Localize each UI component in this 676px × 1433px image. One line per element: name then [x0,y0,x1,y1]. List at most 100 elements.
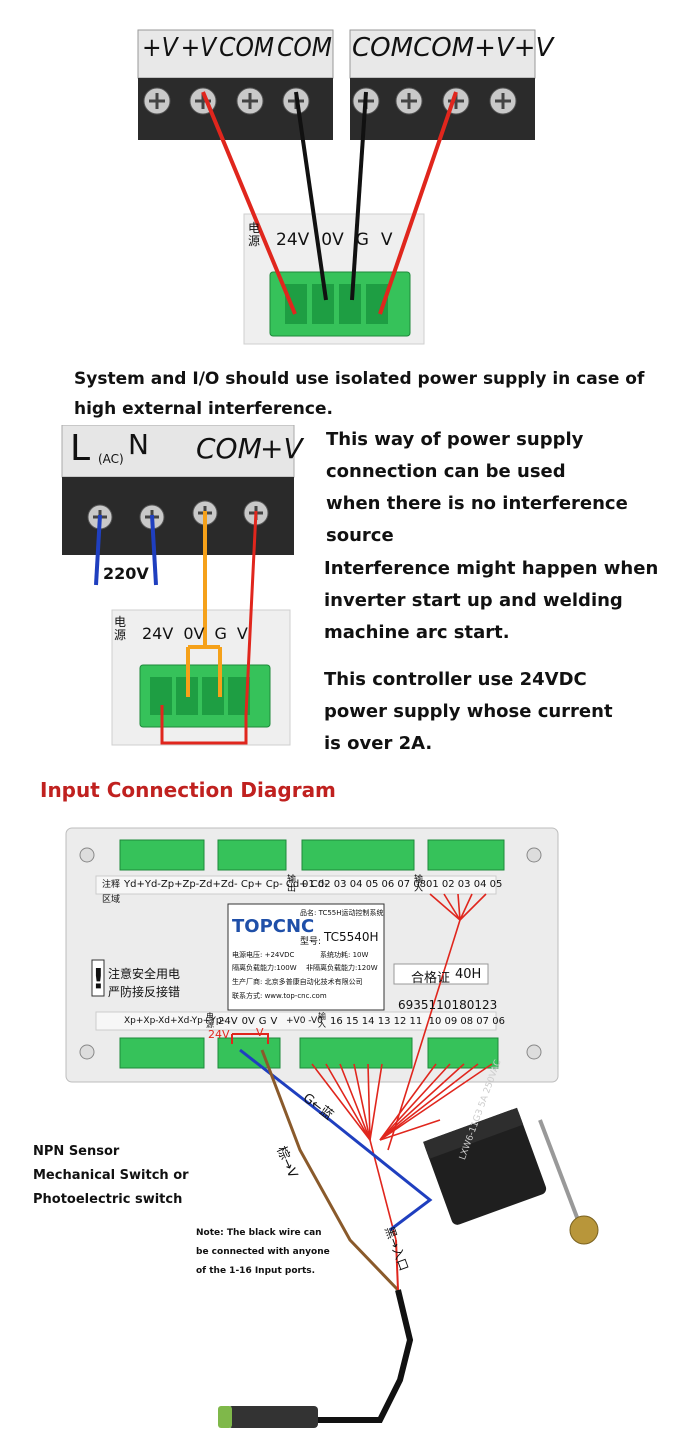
red-wire-right [378,91,458,315]
red-wire-left [201,91,297,315]
brown-wire-input [260,1049,400,1292]
sensor-note-line1: NPN Sensor [33,1144,120,1159]
load2: 非隔离负载能力:120W [306,964,378,972]
psu-right-labels: COM COM +V +V [352,33,553,63]
bottom-v: V [270,1016,278,1027]
bottom-input-nums: 16 15 14 13 12 11 10 09 08 07 06 [330,1016,505,1027]
bottom-0v: 0V [241,1016,255,1027]
mid-note-3: This controller use 24VDC power supply w… [324,664,613,760]
psu-left-label-2: +V [180,33,217,63]
sensor-note: NPN Sensor Mechanical Switch or Photoele… [33,1140,189,1212]
top-ctrl-g: G [355,230,369,250]
psu-left-label-strip [137,29,334,79]
mid-note-1-line2: connection can be used [326,461,566,482]
blue-wire-l [94,514,102,586]
black-wire-note-line2: be connected with anyone [196,1247,330,1257]
brand-logo: TOPCNC [232,916,315,937]
qc-sticker [393,963,489,985]
mid-note-2: Interference might happen when inverter … [324,553,658,649]
maker: 生产厂商: 北京多普康自动化技术有限公司 [232,978,363,986]
bottom-power-pins: 24V 0V G V [218,1016,277,1027]
orange-wire [186,511,222,697]
ac-220v-label: 220V [103,564,149,583]
model-label: 型号: [300,937,322,947]
bottom-mid: +V0 -V0 [286,1016,323,1026]
mid-note-3-line1: This controller use 24VDC [324,669,587,690]
isolation-note-line2: high external interference. [74,399,333,419]
top-ctrl-v: V [380,230,393,250]
mid-psu-n: N [128,428,149,461]
load1: 隔离负载能力:100W [232,964,297,972]
input-diagram-svg [65,827,599,1428]
warning-line2: 严防接反接错 [108,985,181,999]
mid-note-2-line3: machine arc start. [324,622,510,643]
mid-note-3-line2: power supply whose current [324,701,613,722]
mechanical-switch [423,1107,547,1225]
mid-psu-ac: (AC) [98,452,124,466]
psu-right-label-strip [349,29,536,79]
top-row-side: 注释 区域 [102,880,121,905]
red-wire-mid [160,510,258,745]
mid-note-1-line1: This way of power supply [326,429,584,450]
top-ctrl-0v: 0V [321,230,344,250]
blue-wire-input [239,1048,433,1232]
top-controller-labels: 24V 0V G V [276,230,393,250]
top-controller-cn-label: 电 源 [248,221,261,248]
output-nums: 01 02 03 04 05 06 07 08 [302,879,427,890]
mid-controller-cn-label: 电 源 [114,615,127,642]
npn-sensor [228,1406,318,1428]
psu-right-label-3: +V [474,33,514,63]
product-label [227,903,385,1011]
mid-ctrl-0v: 0V [183,624,205,643]
qc-code: 40H [455,967,482,982]
barcode-num: 6935110180123 [398,998,498,1012]
qc-label: 合格证 [411,971,451,986]
mid-psu-v: +V [260,432,303,465]
black-wire-left [294,91,328,301]
mid-note-2-line2: inverter start up and welding [324,590,623,611]
sensor-note-line2: Mechanical Switch or [33,1168,189,1183]
bottom-row-label: Xp+Xp-Xd+Xd-Yp+Yp- [124,1016,225,1026]
psu-left-label-4: COM [277,33,332,63]
voltage: 电源电压: +24VDC [232,951,295,959]
model-value: TC5540H [324,930,379,944]
mid-psu-l: L [70,428,91,469]
red-24v-label: 24V [208,1028,230,1041]
warning-icon: ! [92,962,105,995]
isolation-note: System and I/O should use isolated power… [74,366,644,422]
mid-ctrl-g: G [214,624,227,643]
output-label: 输出 [287,875,297,894]
mid-note-3-line3: is over 2A. [324,733,433,754]
isolation-note-line1: System and I/O should use isolated power… [74,369,645,389]
psu-left-label-3: COM [219,33,275,63]
warning-line1: 注意安全用电 [108,967,181,981]
bottom-power-label: 电源 [206,1012,214,1029]
mid-note-2-line1: Interference might happen when [324,558,659,579]
psu-left-label-1: +V [142,33,178,63]
mid-ctrl-24v: 24V [142,624,174,643]
product-name: 品名: TC55H运动控制系统 [300,909,384,917]
black-wire-note-line3: of the 1-16 Input ports. [196,1266,316,1276]
black-wire-input [310,1289,414,1423]
bottom-input-label: 输入 [318,1012,326,1029]
mid-note-1-line3: when there is no interference [326,493,628,514]
psu-left-screws [143,87,310,115]
contact: 联系方式: www.top-cnc.com [232,992,327,1000]
red-v-label: V [256,1026,264,1039]
black-wire-note-line1: Note: The black wire can [196,1228,322,1238]
input-label-top: 输入 [414,875,424,894]
bottom-24v: 24V [218,1016,238,1027]
black-wire-right [350,91,368,301]
input-nums-top: 01 02 03 04 05 [426,879,503,890]
blue-wire-n [150,514,158,586]
mid-ctrl-v: V [236,624,248,643]
top-row-label: Yd+Yd-Zp+Zp-Zd+Zd- Cp+ Cp- Cd+ Cd- [124,879,328,890]
bottom-g: G [258,1016,267,1027]
mid-wiring-svg [61,425,295,746]
mid-psu-com: COM [196,432,262,465]
mid-controller-labels: 24V 0V G V [142,624,248,643]
top-ctrl-24v: 24V [276,230,310,250]
psu-right-label-1: COM [352,33,414,63]
mid-psu-label-strip [61,425,295,478]
mid-note-1-line4: source [326,525,394,546]
